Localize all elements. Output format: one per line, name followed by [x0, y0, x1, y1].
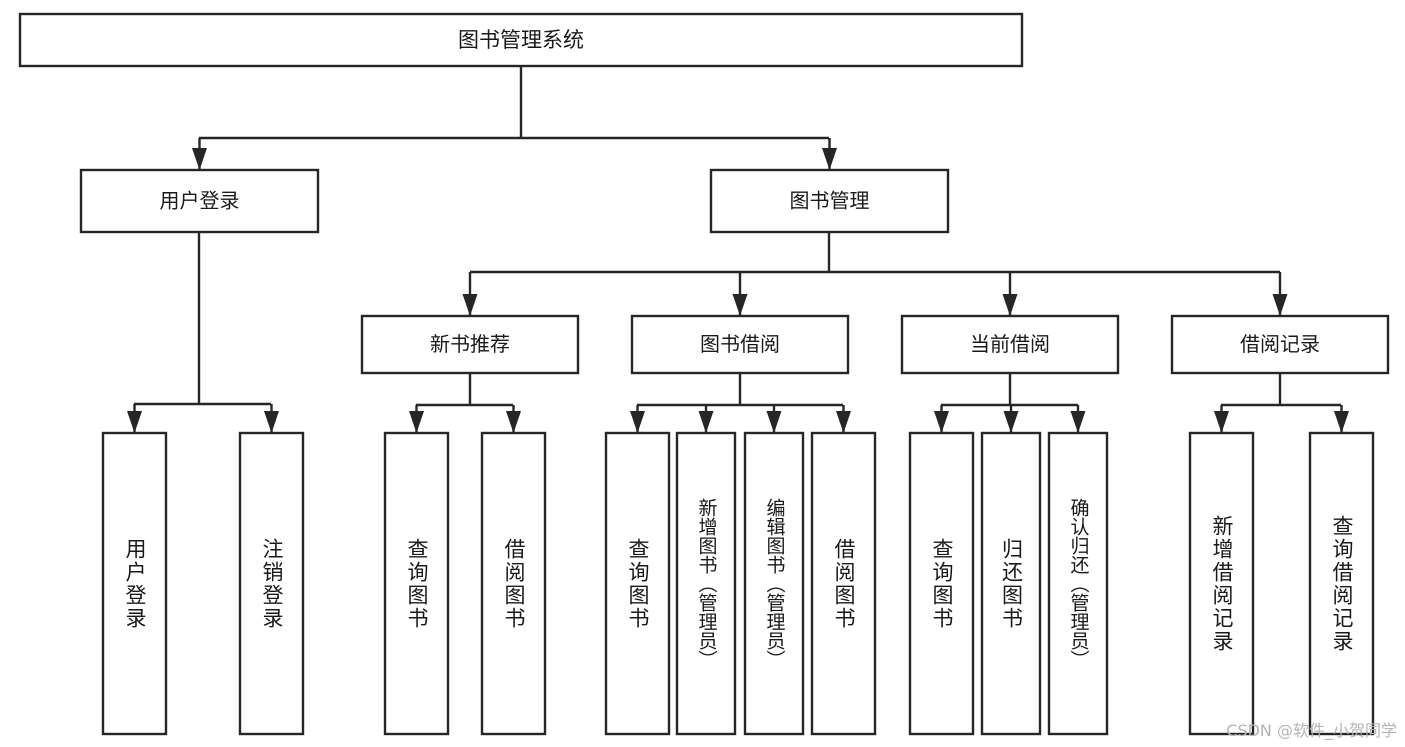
node-box-book-borrow[interactable]: [630, 314, 850, 375]
node-book-manage[interactable]: 图书管理: [709, 168, 950, 234]
arrow-down-icon-book-borrow: [732, 294, 748, 316]
node-box-leaf-add-book[interactable]: [675, 431, 737, 736]
node-new-book-recommend[interactable]: 新书推荐: [360, 314, 580, 375]
node-leaf-query-book-2[interactable]: [604, 431, 671, 736]
node-leaf-user-logout[interactable]: [238, 431, 305, 736]
node-label-borrow-record: 借阅记录: [1240, 332, 1320, 356]
arrow-down-icon-leaf-return-book: [1003, 411, 1019, 433]
node-box-leaf-return-book[interactable]: [980, 431, 1042, 736]
node-label-book-borrow: 图书借阅: [700, 332, 780, 356]
arrow-down-icon-user-login: [192, 148, 207, 170]
node-leaf-add-book[interactable]: [675, 431, 737, 736]
node-leaf-add-record[interactable]: [1188, 431, 1255, 736]
node-user-login[interactable]: 用户登录: [79, 168, 320, 234]
node-leaf-borrow-book-1[interactable]: [480, 431, 547, 736]
node-leaf-borrow-book-2[interactable]: [810, 431, 877, 736]
node-leaf-query-book-1[interactable]: [383, 431, 450, 736]
arrow-down-icon-leaf-query-record: [1334, 411, 1349, 433]
node-box-leaf-add-record[interactable]: [1188, 431, 1255, 736]
node-label-new-book-recommend: 新书推荐: [430, 332, 510, 356]
node-box-root[interactable]: [18, 12, 1024, 68]
node-box-leaf-query-book-3[interactable]: [908, 431, 975, 736]
node-box-leaf-confirm-return[interactable]: [1047, 431, 1109, 736]
node-borrow-record[interactable]: 借阅记录: [1170, 314, 1390, 375]
node-box-book-manage[interactable]: [709, 168, 950, 234]
arrow-down-icon-book-manage: [822, 148, 837, 170]
node-label-current-borrow: 当前借阅: [970, 332, 1050, 356]
node-box-leaf-borrow-book-2[interactable]: [810, 431, 877, 736]
node-box-leaf-borrow-book-1[interactable]: [480, 431, 547, 736]
arrow-down-icon-leaf-add-record: [1214, 411, 1229, 433]
arrow-down-icon-leaf-borrow-book-2: [836, 411, 851, 433]
arrow-down-icon-leaf-borrow-book-1: [506, 411, 521, 433]
node-leaf-edit-book[interactable]: [743, 431, 805, 736]
node-book-borrow[interactable]: 图书借阅: [630, 314, 850, 375]
node-label-book-manage: 图书管理: [790, 189, 870, 213]
arrow-down-icon-leaf-edit-book: [766, 411, 782, 433]
node-leaf-user-login[interactable]: [101, 431, 168, 736]
node-leaf-query-book-3[interactable]: [908, 431, 975, 736]
arrow-down-icon-leaf-query-book-3: [934, 411, 949, 433]
node-label-user-login: 用户登录: [160, 189, 240, 213]
node-box-leaf-query-book-1[interactable]: [383, 431, 450, 736]
arrow-down-icon-borrow-record: [1272, 294, 1288, 316]
arrow-down-icon-current-borrow: [1002, 294, 1018, 316]
node-root[interactable]: 图书管理系统: [18, 12, 1024, 68]
node-box-borrow-record[interactable]: [1170, 314, 1390, 375]
node-box-new-book-recommend[interactable]: [360, 314, 580, 375]
arrow-down-icon-leaf-confirm-return: [1070, 411, 1086, 433]
node-leaf-return-book[interactable]: [980, 431, 1042, 736]
connectors-layer: [127, 66, 1349, 433]
arrow-down-icon-leaf-query-book-2: [630, 411, 645, 433]
node-box-leaf-query-book-2[interactable]: [604, 431, 671, 736]
node-current-borrow[interactable]: 当前借阅: [900, 314, 1120, 375]
arrow-down-icon-leaf-query-book-1: [409, 411, 424, 433]
arrow-down-icon-leaf-user-login: [127, 411, 142, 433]
node-box-leaf-user-logout[interactable]: [238, 431, 305, 736]
node-leaf-query-record[interactable]: [1308, 431, 1375, 736]
arrow-down-icon-leaf-user-logout: [264, 411, 279, 433]
node-box-leaf-edit-book[interactable]: [743, 431, 805, 736]
node-box-current-borrow[interactable]: [900, 314, 1120, 375]
node-box-leaf-query-record[interactable]: [1308, 431, 1375, 736]
arrow-down-icon-new-book-recommend: [462, 294, 478, 316]
node-leaf-confirm-return[interactable]: [1047, 431, 1109, 736]
arrow-down-icon-leaf-add-book: [698, 411, 714, 433]
node-label-root: 图书管理系统: [458, 28, 584, 52]
node-box-user-login[interactable]: [79, 168, 320, 234]
node-box-leaf-user-login[interactable]: [101, 431, 168, 736]
